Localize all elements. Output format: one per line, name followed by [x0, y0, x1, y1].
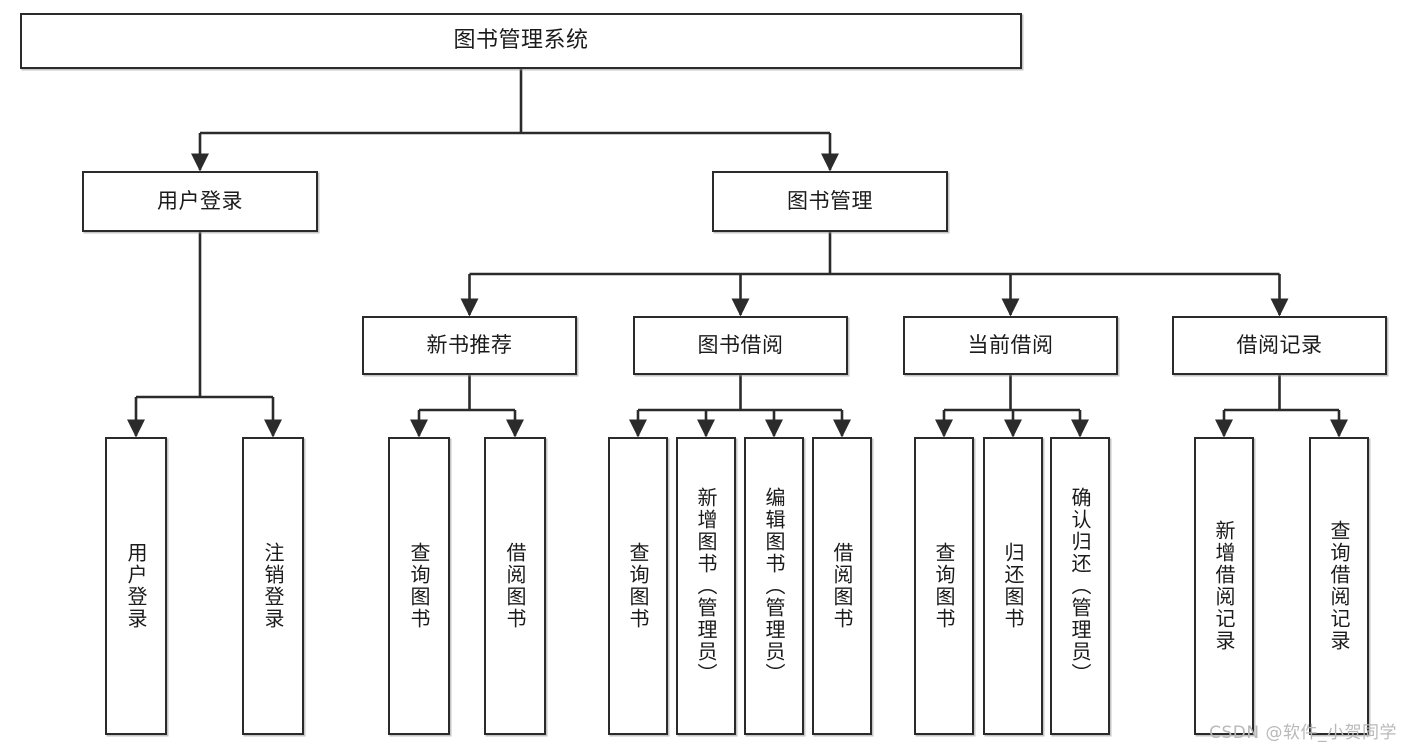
node-current-borrow[interactable]: 当前借阅	[903, 316, 1118, 375]
node-leaf-edit-book-admin-label: 编辑图书（管理员）	[762, 487, 786, 685]
node-leaf-confirm-return-admin[interactable]: 确认归还（管理员）	[1050, 437, 1110, 735]
node-root[interactable]: 图书管理系统	[20, 13, 1022, 69]
node-leaf-return-book-label: 归还图书	[1001, 542, 1025, 630]
node-leaf-query-book-cur-label: 查询图书	[932, 542, 956, 630]
node-user-login[interactable]: 用户登录	[82, 171, 318, 232]
watermark-text: CSDN @软件_小贺同学	[1209, 723, 1397, 743]
node-leaf-user-login-label: 用户登录	[124, 542, 148, 630]
node-book-borrow[interactable]: 图书借阅	[633, 316, 848, 375]
node-current-borrow-label: 当前借阅	[967, 333, 1054, 358]
node-leaf-query-book-borrow[interactable]: 查询图书	[608, 437, 668, 735]
node-leaf-edit-book-admin[interactable]: 编辑图书（管理员）	[744, 437, 804, 735]
node-leaf-borrow-book-label: 借阅图书	[830, 542, 854, 630]
node-book-borrow-label: 图书借阅	[697, 333, 784, 358]
node-borrow-record-label: 借阅记录	[1236, 333, 1323, 358]
node-leaf-borrow-book-rec[interactable]: 借阅图书	[484, 437, 546, 735]
node-leaf-query-book-cur[interactable]: 查询图书	[914, 437, 974, 735]
node-leaf-add-book-admin-label: 新增图书（管理员）	[694, 487, 718, 685]
node-leaf-add-borrow-record-label: 新增借阅记录	[1212, 520, 1236, 652]
node-leaf-borrow-book-rec-label: 借阅图书	[503, 542, 527, 630]
node-leaf-query-borrow-record[interactable]: 查询借阅记录	[1309, 437, 1369, 735]
node-borrow-record[interactable]: 借阅记录	[1172, 316, 1387, 375]
node-user-login-label: 用户登录	[157, 189, 243, 214]
node-root-label: 图书管理系统	[453, 28, 589, 54]
node-leaf-add-book-admin[interactable]: 新增图书（管理员）	[676, 437, 736, 735]
node-leaf-user-login[interactable]: 用户登录	[105, 437, 167, 735]
node-leaf-return-book[interactable]: 归还图书	[983, 437, 1043, 735]
node-leaf-query-borrow-record-label: 查询借阅记录	[1327, 520, 1351, 652]
node-leaf-borrow-book[interactable]: 借阅图书	[812, 437, 872, 735]
node-leaf-logout-login[interactable]: 注销登录	[242, 437, 304, 735]
node-leaf-query-book-rec[interactable]: 查询图书	[388, 437, 450, 735]
node-leaf-add-borrow-record[interactable]: 新增借阅记录	[1194, 437, 1254, 735]
node-leaf-confirm-return-admin-label: 确认归还（管理员）	[1068, 487, 1092, 685]
node-new-book-rec[interactable]: 新书推荐	[362, 316, 577, 375]
node-leaf-query-book-rec-label: 查询图书	[407, 542, 431, 630]
node-leaf-logout-login-label: 注销登录	[261, 542, 285, 630]
node-leaf-query-book-borrow-label: 查询图书	[626, 542, 650, 630]
node-book-manage[interactable]: 图书管理	[712, 171, 948, 232]
node-book-manage-label: 图书管理	[787, 189, 873, 214]
node-new-book-rec-label: 新书推荐	[426, 333, 513, 358]
